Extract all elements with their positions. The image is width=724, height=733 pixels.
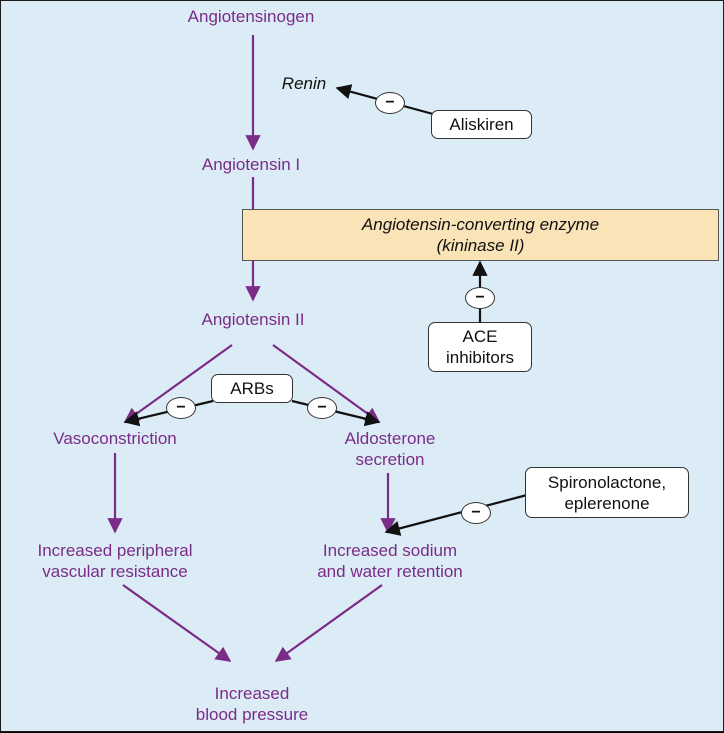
node-angiotensin-i: Angiotensin I — [201, 155, 301, 174]
aldosterone-line1: Aldosterone — [344, 429, 436, 448]
node-aldosterone-secretion: Aldosterone secretion — [345, 428, 436, 470]
node-angiotensinogen: Angiotensinogen — [187, 7, 315, 26]
ipvr-line2: vascular resistance — [42, 562, 188, 581]
bp-line2: blood pressure — [195, 705, 309, 724]
drug-spiro-line2: eplerenone — [564, 493, 650, 513]
inhibition-symbol-spiro: − — [461, 502, 491, 524]
drug-box-aliskiren: Aliskiren — [431, 110, 532, 139]
arrow-angiotensin-ii-to-aldosterone — [272, 344, 381, 423]
arrow-angiotensin-ii-to-vasoconstriction — [123, 344, 233, 423]
ipvr-line1: Increased peripheral — [37, 541, 193, 560]
node-vasoconstriction: Vasoconstriction — [53, 429, 177, 448]
node-increased-blood-pressure: Increased blood pressure — [196, 683, 308, 725]
drug-aliskiren-label: Aliskiren — [449, 115, 514, 134]
arrow-ipvr-to-bp — [122, 584, 232, 662]
inhibition-symbol-ace: − — [465, 287, 495, 309]
node-angiotensin-ii: Angiotensin II — [201, 310, 305, 329]
arrow-sodium-to-bp — [274, 584, 383, 662]
inhibition-symbol-arbs-right: − — [307, 397, 337, 419]
inhibit-arrow-spiro-to-sodium — [384, 493, 528, 536]
drug-spiro-line1: Spironolactone, — [547, 472, 667, 492]
drug-box-ace-inhibitors: ACE inhibitors — [428, 322, 532, 372]
aldosterone-line2: secretion — [355, 450, 425, 469]
drug-ace-line1: ACE — [462, 327, 498, 346]
enzyme-box-ace: Angiotensin-converting enzyme (kininase … — [242, 209, 719, 261]
enzyme-alias: (kininase II) — [436, 236, 525, 255]
drug-box-arbs: ARBs — [211, 374, 293, 403]
node-renin: Renin — [281, 74, 327, 93]
sodium-line1: Increased sodium — [322, 541, 458, 560]
bp-line1: Increased — [214, 684, 290, 703]
drug-arbs-label: ARBs — [230, 379, 274, 398]
node-increased-sodium-water: Increased sodium and water retention — [317, 540, 463, 582]
sodium-line2: and water retention — [317, 562, 463, 581]
enzyme-name: Angiotensin-converting enzyme — [361, 215, 600, 234]
drug-ace-line2: inhibitors — [445, 348, 515, 367]
inhibition-symbol-arbs-left: − — [166, 397, 196, 419]
inhibition-symbol-aliskiren: − — [375, 92, 405, 114]
node-increased-peripheral-resistance: Increased peripheral vascular resistance — [38, 540, 193, 582]
drug-box-spironolactone: Spironolactone, eplerenone — [525, 467, 689, 518]
